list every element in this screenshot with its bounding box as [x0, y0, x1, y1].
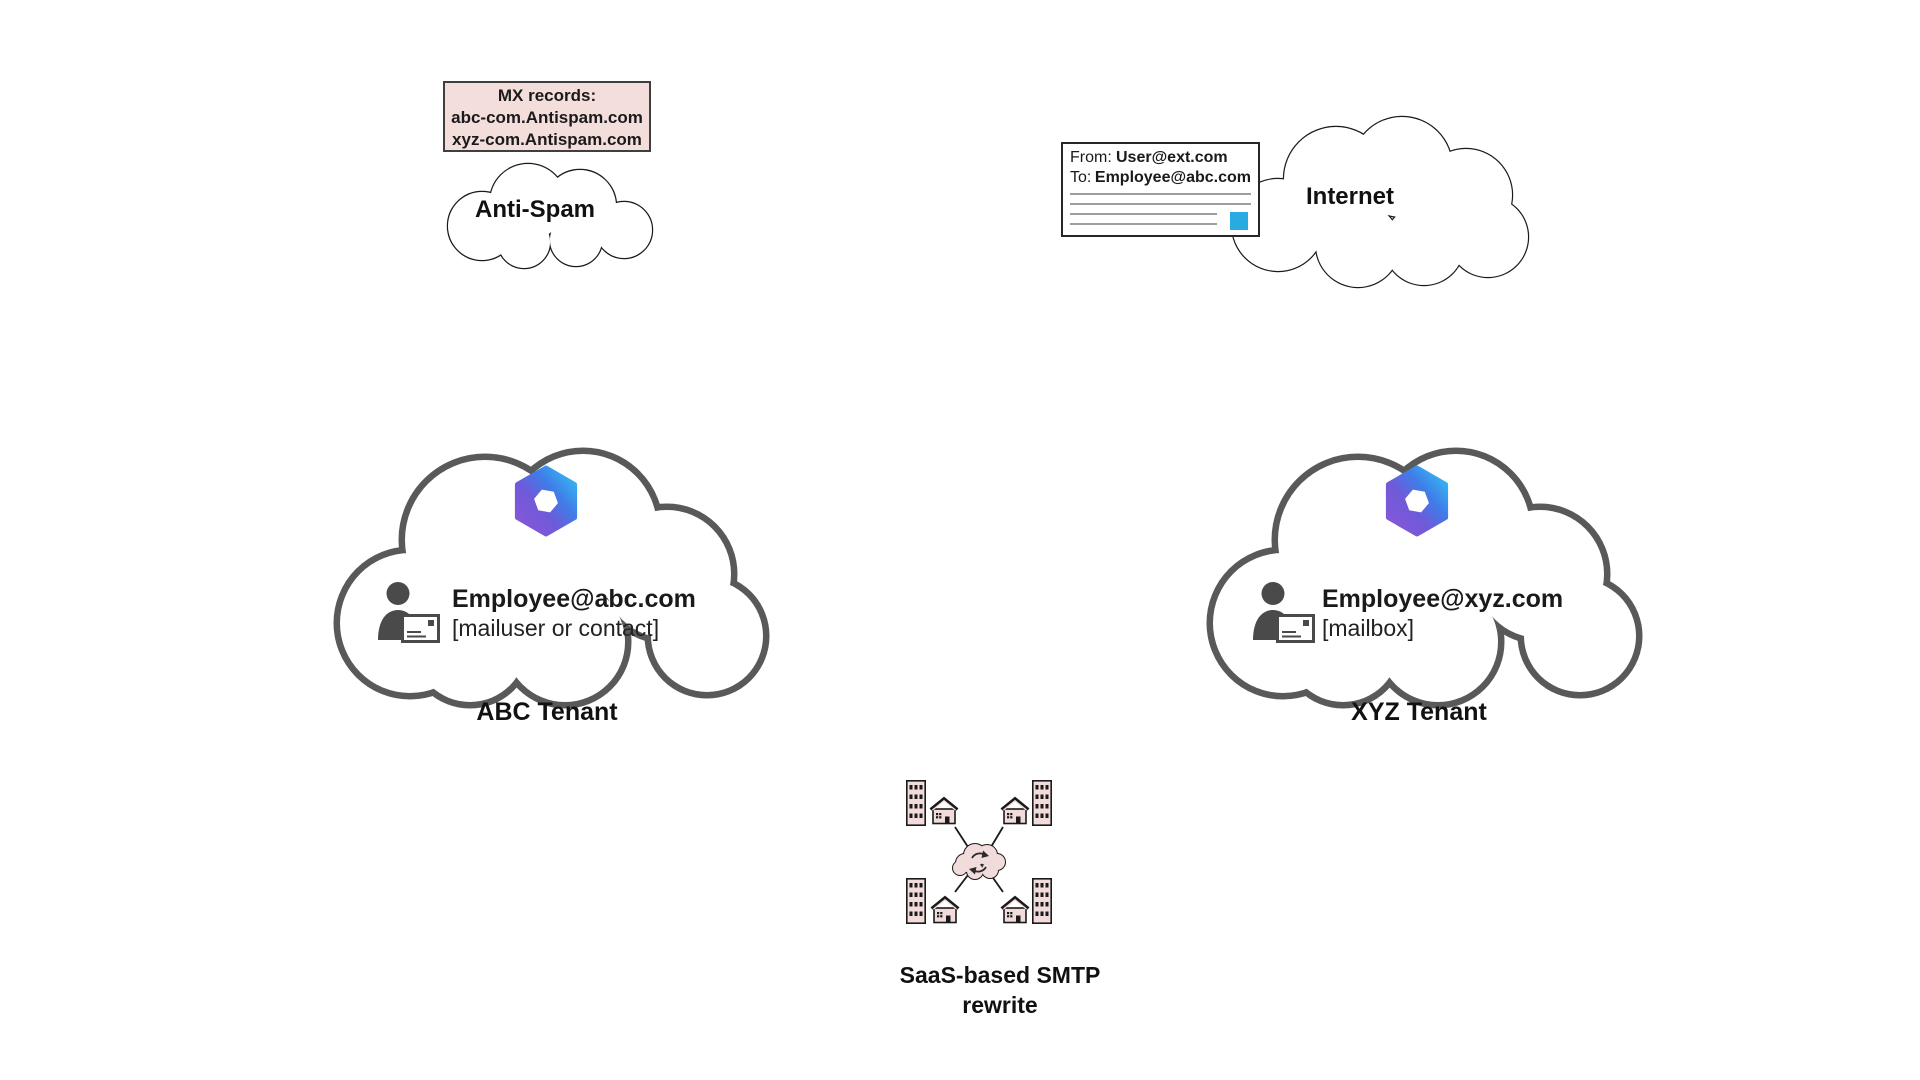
rewrite-cloud — [952, 843, 1006, 880]
m365-hexagon-ring — [1385, 465, 1449, 537]
mx-records-line: xyz-com.Antispam.com — [452, 130, 642, 149]
microsoft-365-logo-icon — [514, 465, 578, 537]
site-bottom-right — [1000, 877, 1052, 925]
email-message-card: From: User@ext.com To: Employee@abc.com — [1061, 142, 1260, 237]
email-from-value: User@ext.com — [1116, 149, 1228, 166]
cloud-fill — [448, 164, 652, 268]
mx-records-line: abc-com.Antispam.com — [451, 108, 643, 127]
m365-hexagon-ring — [514, 465, 578, 537]
abc-user-type: [mailuser or contact] — [452, 615, 660, 641]
xyz-user-address: Employee@xyz.com — [1322, 585, 1564, 613]
email-attachment-square — [1230, 212, 1248, 230]
saas-smtp-rewrite-network-icon — [905, 779, 1052, 925]
site-top-left — [905, 779, 959, 827]
sync-arrows-icon — [969, 850, 989, 875]
xyz-tenant-label: XYZ Tenant — [1351, 698, 1487, 726]
saas-label-line2: rewrite — [962, 992, 1038, 1018]
email-body-line — [1070, 213, 1217, 215]
site-top-right — [1000, 779, 1052, 827]
person-with-envelope-icon — [1253, 582, 1315, 643]
envelope-stamp — [1303, 620, 1309, 626]
mx-records-line: MX records: — [497, 86, 597, 105]
envelope-stamp — [428, 620, 434, 626]
site-bottom-left — [905, 877, 960, 925]
person-head — [386, 582, 410, 605]
cloud-fill — [1213, 454, 1636, 702]
email-body-line — [1070, 193, 1251, 195]
email-from-row: From: User@ext.com — [1070, 148, 1251, 168]
email-body-lines — [1070, 193, 1251, 225]
email-body-line — [1070, 223, 1217, 225]
person-with-envelope-icon — [378, 582, 440, 643]
xyz-user-type: [mailbox] — [1322, 615, 1415, 641]
abc-tenant-label: ABC Tenant — [476, 698, 618, 726]
anti-spam-cloud — [446, 162, 654, 270]
anti-spam-cloud-label: Anti-Spam — [475, 196, 595, 223]
envelope — [1276, 614, 1315, 643]
xyz-tenant-user: Employee@xyz.com [mailbox] — [1322, 584, 1563, 643]
mx-records-box: MX records: abc-com.Antispam.com xyz-com… — [443, 81, 651, 152]
internet-cloud-label: Internet — [1305, 183, 1394, 210]
email-to-label: To: — [1070, 169, 1092, 186]
abc-user-address: Employee@abc.com — [452, 585, 696, 613]
abc-tenant-user: Employee@abc.com [mailuser or contact] — [452, 584, 696, 643]
email-to-value: Employee@abc.com — [1094, 169, 1251, 186]
saas-label-line1: SaaS-based SMTP — [899, 962, 1101, 988]
envelope — [401, 614, 440, 643]
person-head — [1261, 582, 1285, 605]
email-body-line — [1070, 203, 1251, 205]
xyz-tenant-cloud — [1206, 447, 1643, 709]
microsoft-365-logo-icon — [1385, 465, 1449, 537]
email-from-label: From: — [1070, 149, 1112, 166]
email-to-row: To: Employee@abc.com — [1070, 168, 1251, 188]
